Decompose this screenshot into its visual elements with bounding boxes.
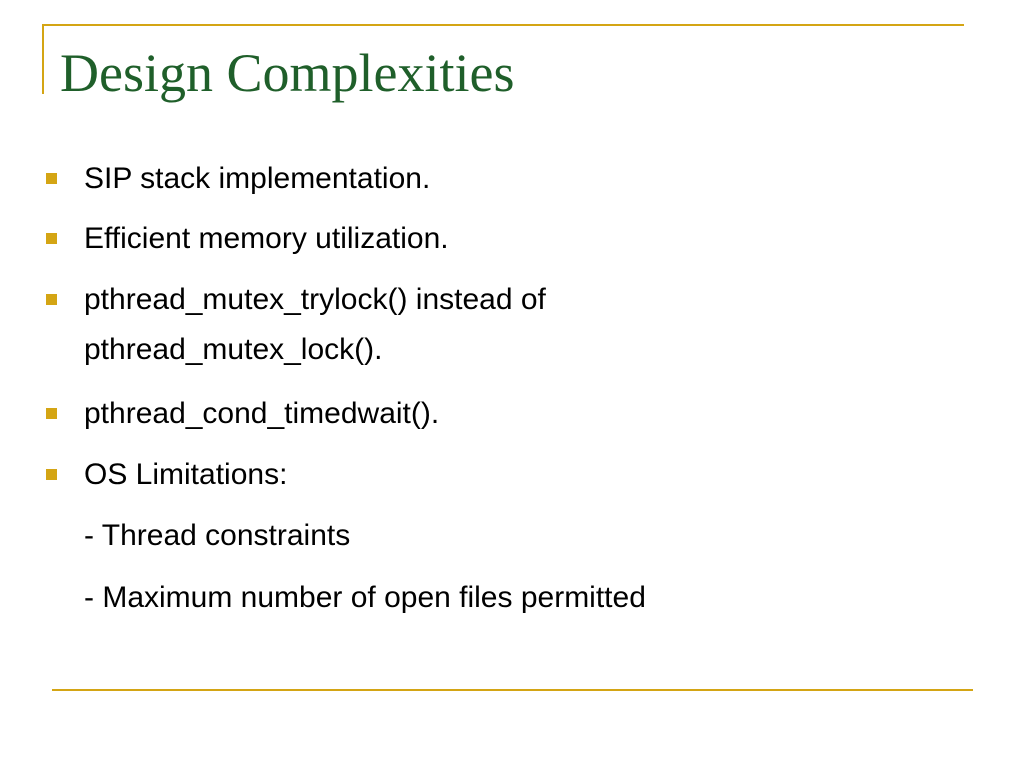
list-subitem: - Thread constraints xyxy=(84,511,944,561)
frame-bottom-rule xyxy=(52,689,973,691)
list-item-text-line: pthread_mutex_trylock() instead of xyxy=(84,283,546,316)
list-item-text: OS Limitations: xyxy=(84,458,288,491)
list-item-text: Efficient memory utilization. xyxy=(84,222,449,255)
frame-left-rule xyxy=(42,24,44,94)
list-subitem-text: - Thread constraints xyxy=(84,519,351,552)
list-subitem: - Maximum number of open files permitted xyxy=(84,573,944,623)
square-bullet-icon xyxy=(46,469,57,480)
list-item: SIP stack implementation. xyxy=(46,154,944,204)
list-item: pthread_mutex_trylock() instead of pthre… xyxy=(46,275,944,375)
list-item: Efficient memory utilization. xyxy=(46,214,944,264)
square-bullet-icon xyxy=(46,173,57,184)
square-bullet-icon xyxy=(46,408,57,419)
list-item-text: pthread_cond_timedwait(). xyxy=(84,397,440,430)
list-item-text: SIP stack implementation. xyxy=(84,162,431,195)
list-item-text-line: pthread_mutex_lock(). xyxy=(84,333,383,366)
square-bullet-icon xyxy=(46,233,57,244)
list-subitem-text: - Maximum number of open files permitted xyxy=(84,581,646,614)
list-item: OS Limitations: xyxy=(46,450,944,500)
frame-top-rule xyxy=(42,24,964,26)
square-bullet-icon xyxy=(46,294,57,305)
list-item: pthread_cond_timedwait(). xyxy=(46,389,944,439)
slide-title: Design Complexities xyxy=(60,43,515,103)
